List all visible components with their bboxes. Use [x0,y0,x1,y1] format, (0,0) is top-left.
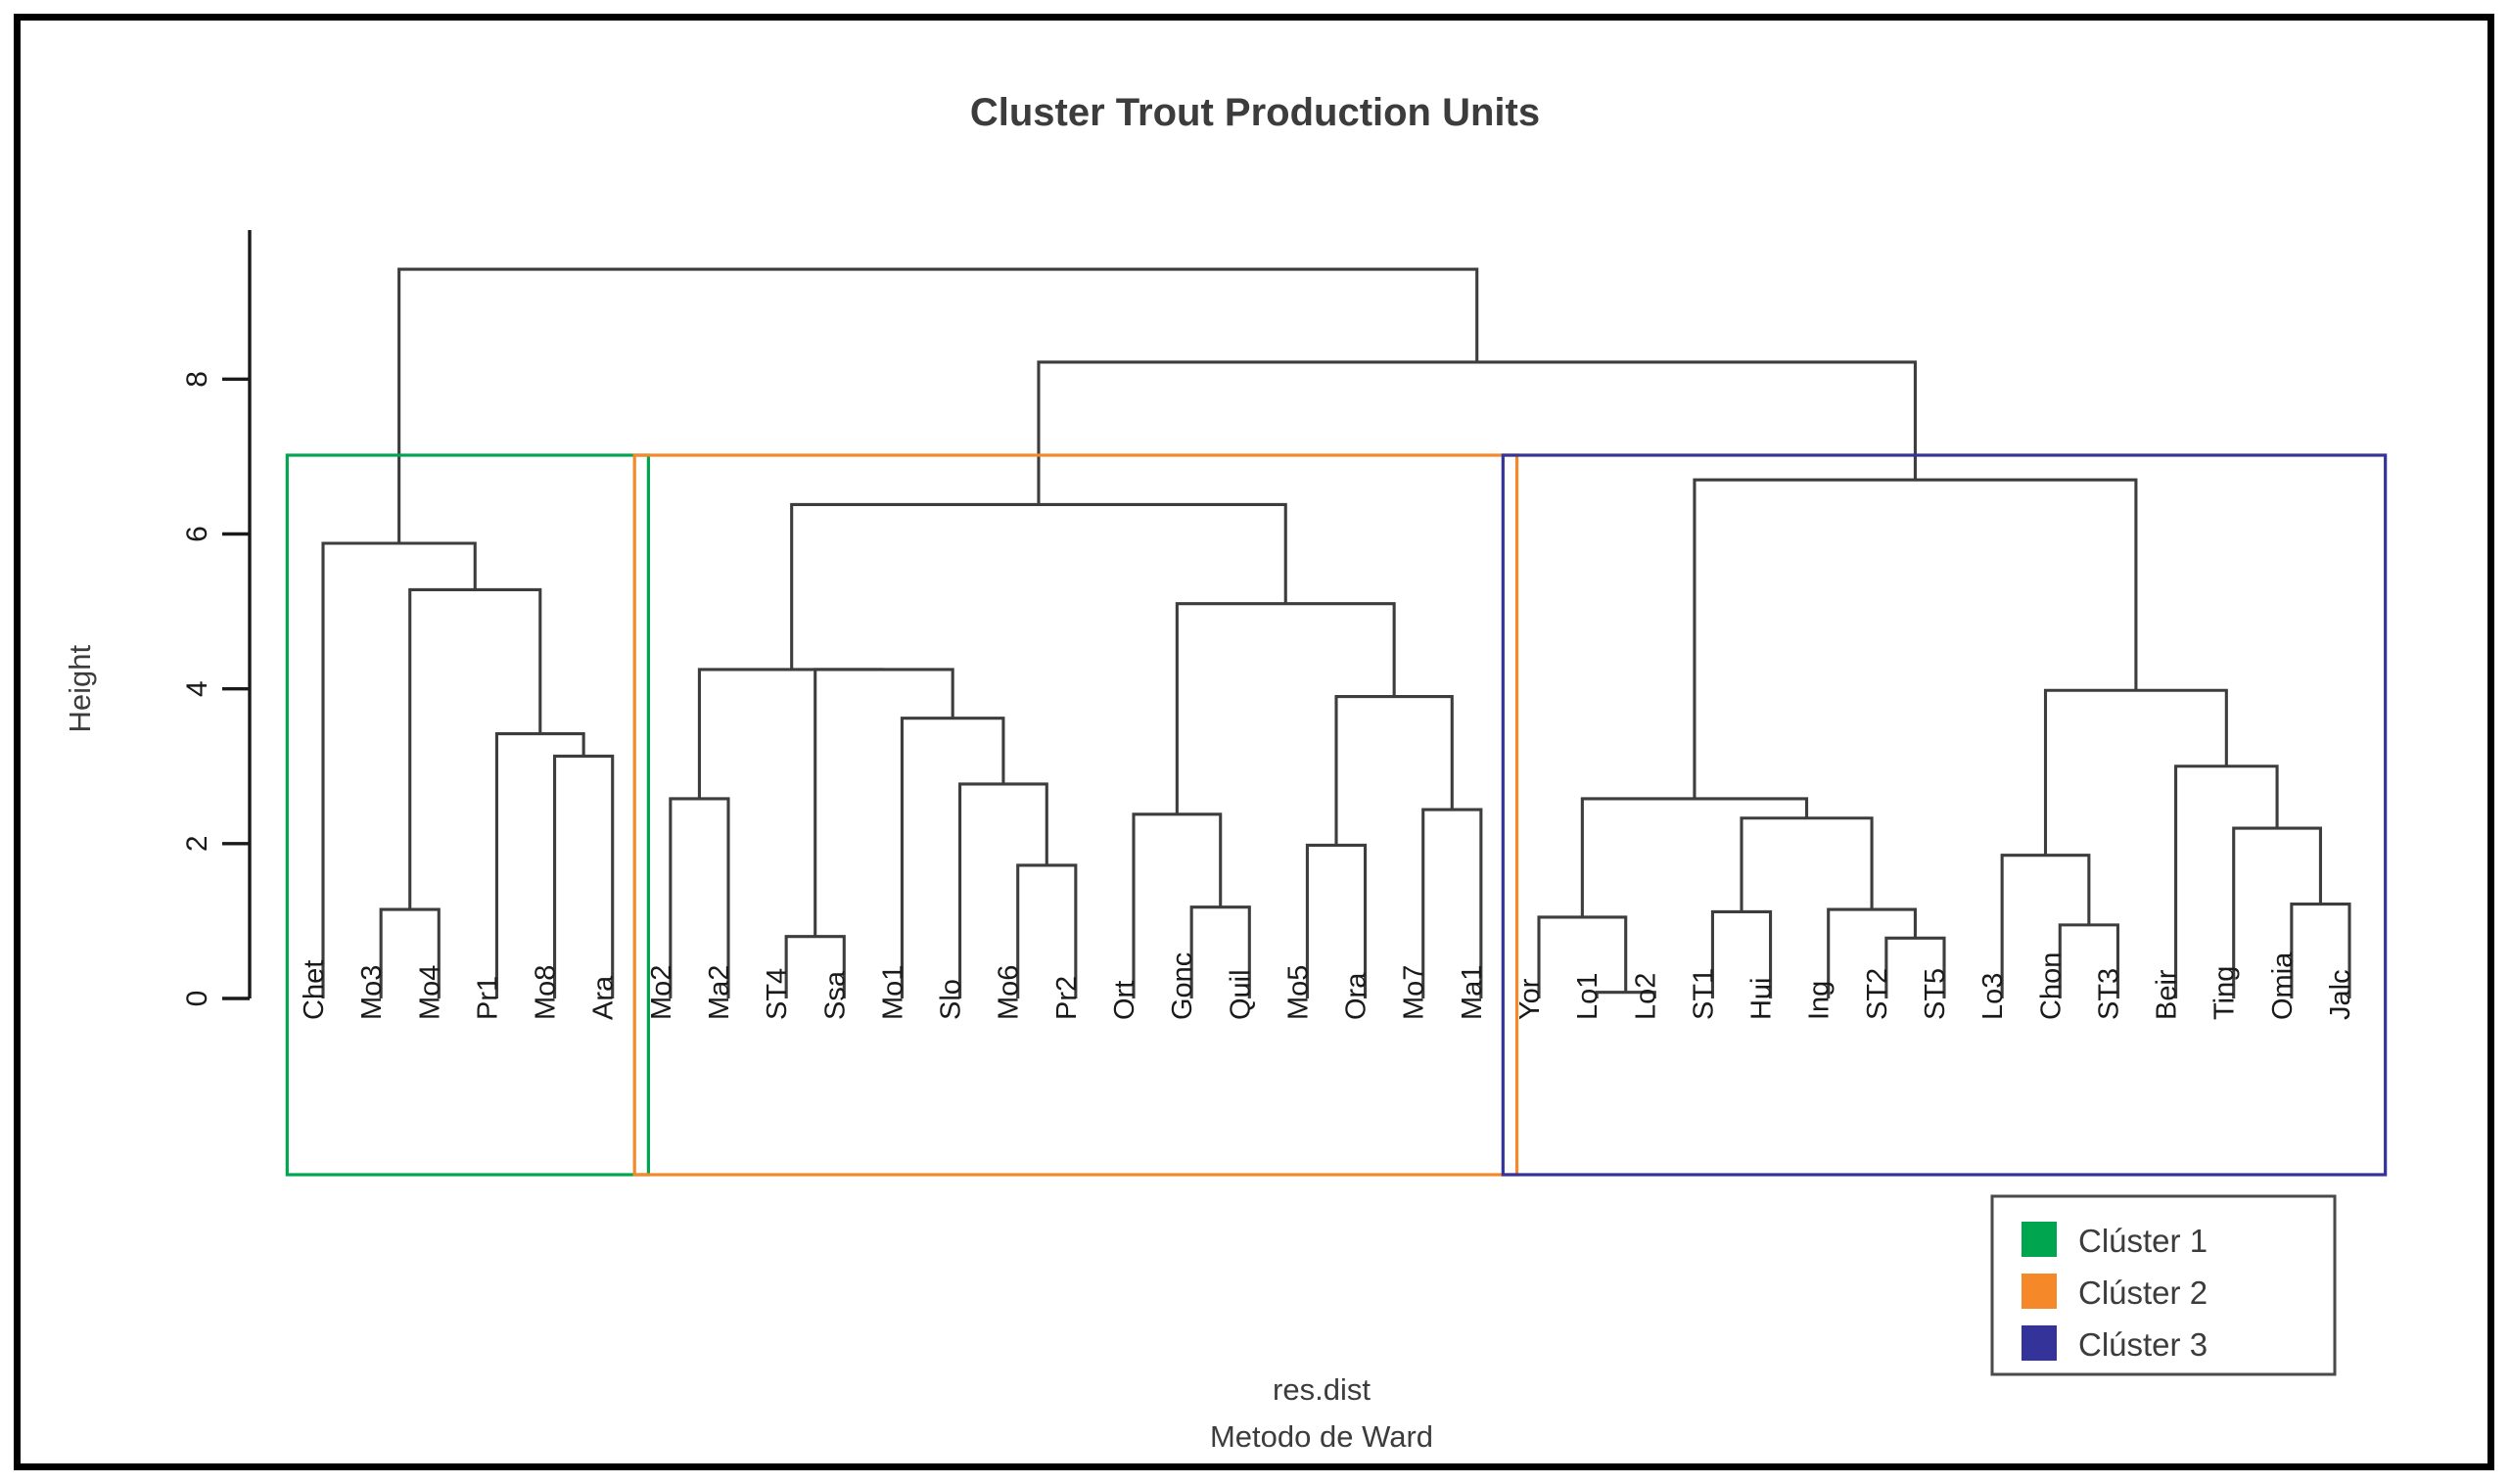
y-tick-label-2: 2 [181,835,213,852]
legend-label-1: Clúster 1 [2078,1223,2208,1259]
leaf-label-Ma2: Ma2 [704,965,735,1020]
dendrogram-link-m_Beir_x [2174,765,2279,998]
leaf-label-ST4: ST4 [762,968,793,1020]
dendrogram-link-m_c1a [408,587,542,910]
leaf-label-Mo3: Mo3 [356,965,388,1020]
dendrogram-link-m_c23 [1037,360,1917,505]
leaf-label-Mo6: Mo6 [994,965,1025,1020]
dendrogram-link-m_Mo1_x [900,717,1005,998]
leaf-label-Pr1: Pr1 [472,976,503,1020]
leaf-label-Ora: Ora [1341,972,1372,1020]
leaf-label-Chon: Chon [2035,952,2067,1020]
y-tick-label-4: 4 [181,680,213,697]
chart-title: Cluster Trout Production Units [970,91,1540,134]
y-tick-label-6: 6 [181,526,213,542]
leaf-label-Ing: Ing [1804,981,1836,1020]
leaf-label-Beir: Beir [2152,969,2183,1020]
leaf-label-Yor: Yor [1514,978,1546,1020]
dendrogram-link-m_Gonc_Quil [1189,905,1251,998]
dendrogram-link-m_Mo8_Ara [553,754,615,998]
legend-swatch-2 [2022,1274,2057,1309]
legend-swatch-3 [2022,1325,2057,1361]
leaf-label-Omia: Omia [2267,951,2299,1020]
dendrogram-link-m_c1 [321,541,477,998]
leaf-label-ST5: ST5 [1920,968,1951,1020]
dendrogram-link-m_c3 [1693,478,2138,799]
leaf-label-Hui: Hui [1746,977,1778,1020]
legend-label-2: Clúster 2 [2078,1275,2208,1311]
x-axis-label-line1: res.dist [1273,1372,1371,1407]
dendrogram-link-m_Mo7_Ma1 [1421,808,1483,998]
legend-label-3: Clúster 3 [2078,1326,2208,1363]
leaf-label-Mo5: Mo5 [1282,965,1314,1020]
dendrogram-link-m_Slo_x [958,782,1048,998]
dendrogram-link-m_c2 [790,502,1287,670]
leaf-label-Pr2: Pr2 [1051,976,1083,1020]
dendrogram-link-m_c3La [1740,816,1874,912]
leaf-label-ST1: ST1 [1688,968,1719,1020]
dendrogram-link-m_c2R [1175,602,1396,814]
dendrogram-link-m_c2R_b [1334,695,1454,846]
leaf-label-Mo1: Mo1 [877,965,908,1020]
image-border [14,14,2494,1470]
leaf-label-Ara: Ara [588,975,620,1020]
x-axis-label-line2: Metodo de Ward [1210,1419,1433,1454]
y-tick-label-0: 0 [181,991,213,1007]
dendrogram-link-m_Mo6_Pr2 [1016,863,1078,998]
dendrogram-link-root [397,267,1479,543]
leaf-label-Ort: Ort [1109,981,1140,1020]
legend-swatch-1 [2022,1222,2057,1257]
dendrogram-link-m_c2L [697,668,884,799]
leaf-label-Lo3: Lo3 [1977,973,2009,1020]
dendrogram-link-m_ST4_Ssa [784,935,846,998]
leaf-label-Quil: Quil [1225,969,1256,1020]
leaf-label-Lo2: Lo2 [1630,973,1661,1020]
leaf-label-ST2: ST2 [1862,968,1893,1020]
dendrogram-link-m_Pr1_x [494,731,585,998]
leaf-label-Lo1: Lo1 [1572,973,1604,1020]
leaf-label-Mo8: Mo8 [531,965,562,1020]
dendrogram-link-m_c3L [1580,797,1809,917]
leaf-label-Mo4: Mo4 [414,965,445,1020]
leaf-label-Slo: Slo [936,979,967,1020]
cluster-box-1 [285,453,650,1177]
dendrogram-link-m_c2L_b [813,668,954,937]
y-tick-label-8: 8 [181,371,213,388]
y-axis-label: Height [63,644,97,732]
leaf-label-Jalc: Jalc [2325,969,2356,1020]
dendrogram-link-m_c3R [2043,688,2228,856]
dendrogram-link-m_ST1_Hui [1710,909,1773,998]
leaf-label-ST3: ST3 [2093,968,2124,1020]
cluster-box-3 [1501,453,2388,1177]
dendrogram-link-m_Ort_x [1132,812,1223,998]
leaf-label-Mo7: Mo7 [1399,965,1430,1020]
leaf-label-Ting: Ting [2209,966,2241,1020]
leaf-label-Gonc: Gonc [1167,952,1198,1020]
leaf-label-Ssa: Ssa [819,970,851,1020]
leaf-label-Mo2: Mo2 [646,965,677,1020]
cluster-box-2 [632,453,1519,1177]
leaf-label-Ma1: Ma1 [1457,965,1488,1020]
leaf-label-Chet: Chet [299,960,330,1020]
